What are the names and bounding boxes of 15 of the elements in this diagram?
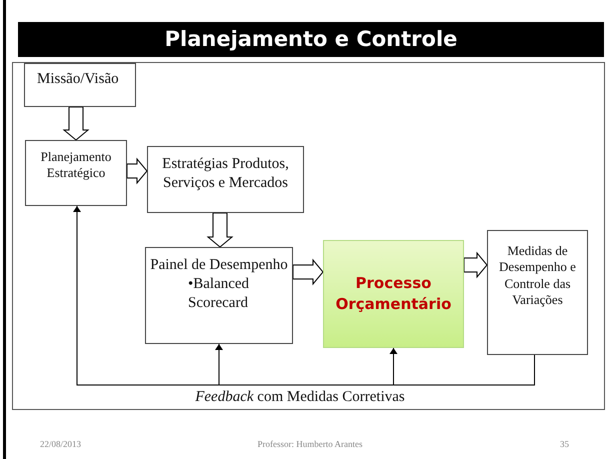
block-arrow	[464, 252, 488, 278]
block-arrow	[126, 158, 148, 184]
block-arrow	[206, 212, 234, 248]
process-box: Estratégias Produtos, Serviços e Mercados	[147, 146, 304, 213]
block-arrow	[292, 258, 324, 286]
process-box: Planejamento Estratégico	[25, 140, 127, 206]
block-arrow	[62, 106, 90, 141]
date-label: 22/08/2013	[40, 438, 82, 451]
title-bar: Planejamento e Controle	[18, 22, 604, 57]
process-box: Medidas de Desempenho e Controle das Variações	[487, 230, 588, 355]
process-box: Missão/Visão	[24, 63, 136, 107]
page-number: 35	[560, 438, 569, 451]
process-box: Painel de Desempenho •Balanced Scorecard	[145, 247, 293, 344]
highlighted-process-box: Processo Orçamentário	[323, 240, 464, 348]
footer-author: Professor: Humberto Arantes	[256, 438, 364, 451]
